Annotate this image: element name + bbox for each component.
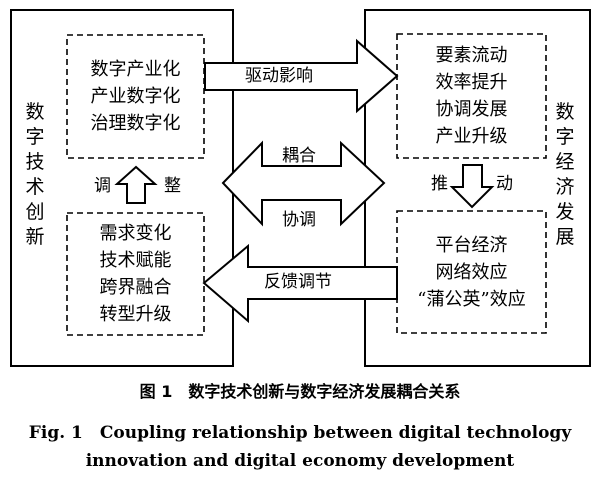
box-line: 转型升级 [99,304,172,325]
push-label-right: 动 [496,174,513,194]
left-top-box-text: 数字产业化 产业数字化 治理数字化 [67,35,204,158]
left-label-char: 术 [25,176,45,198]
box-line: 协调发展 [435,99,508,120]
left-label-char: 技 [25,151,45,173]
box-line: 产业数字化 [90,86,181,107]
box-line: 数字产业化 [90,59,181,80]
left-bottom-box-text: 需求变化 技术赋能 跨界融合 转型升级 [67,213,204,335]
diagram-shapes [10,9,591,367]
coupling-diagram: 数 字 技 术 创 新 数 字 经 济 发 展 数字产业化 产业数字化 治理数字… [10,9,591,367]
right-label-char: 数 [555,101,575,123]
coupling-double-arrow [221,140,386,227]
right-label-char: 展 [555,226,575,248]
box-line: “蒲公英”效应 [417,288,526,310]
box-line: 效率提升 [435,72,508,93]
right-label-char: 济 [555,176,575,198]
right-top-dashed-box [396,33,547,159]
right-label-char: 经 [555,151,575,173]
drive-arrow-label: 驱动影响 [245,66,313,86]
left-label-char: 新 [25,226,45,248]
box-line: 治理数字化 [90,113,181,134]
box-line: 产业升级 [435,126,508,147]
left-panel-label: 数 字 技 术 创 新 [24,100,46,250]
right-label-char: 字 [555,126,575,148]
right-top-box-text: 要素流动 效率提升 协调发展 产业升级 [397,34,546,158]
box-line: 需求变化 [99,223,172,244]
adjust-label-left: 调 [94,176,111,196]
right-bottom-box-text: 平台经济 网络效应 “蒲公英”效应 [397,211,546,333]
feedback-arrow-label: 反馈调节 [264,272,332,292]
right-panel-label: 数 字 经 济 发 展 [554,100,576,250]
left-label-char: 创 [25,201,45,223]
adjust-up-arrow [114,165,158,204]
left-label-char: 字 [25,126,45,148]
drive-arrow [204,38,399,114]
push-label-left: 推 [431,174,448,194]
box-line: 网络效应 [435,261,508,283]
right-label-char: 发 [555,201,575,223]
box-line: 技术赋能 [99,250,172,271]
adjust-label-right: 整 [164,176,181,196]
push-down-arrow [449,164,495,209]
box-line: 平台经济 [435,234,508,256]
box-line: 跨界融合 [99,277,172,298]
figure-caption-english-line1: Fig. 1 Coupling relationship between dig… [28,423,572,443]
figure-caption-english-line2: innovation and digital economy developme… [85,451,515,471]
box-line: 要素流动 [435,45,508,66]
coupling-label: 耦合 [282,146,316,166]
figure-caption-chinese: 图 1 数字技术创新与数字经济发展耦合关系 [139,382,461,401]
feedback-arrow [202,243,398,324]
left-label-char: 数 [25,101,45,123]
coordination-label: 协调 [282,210,316,230]
